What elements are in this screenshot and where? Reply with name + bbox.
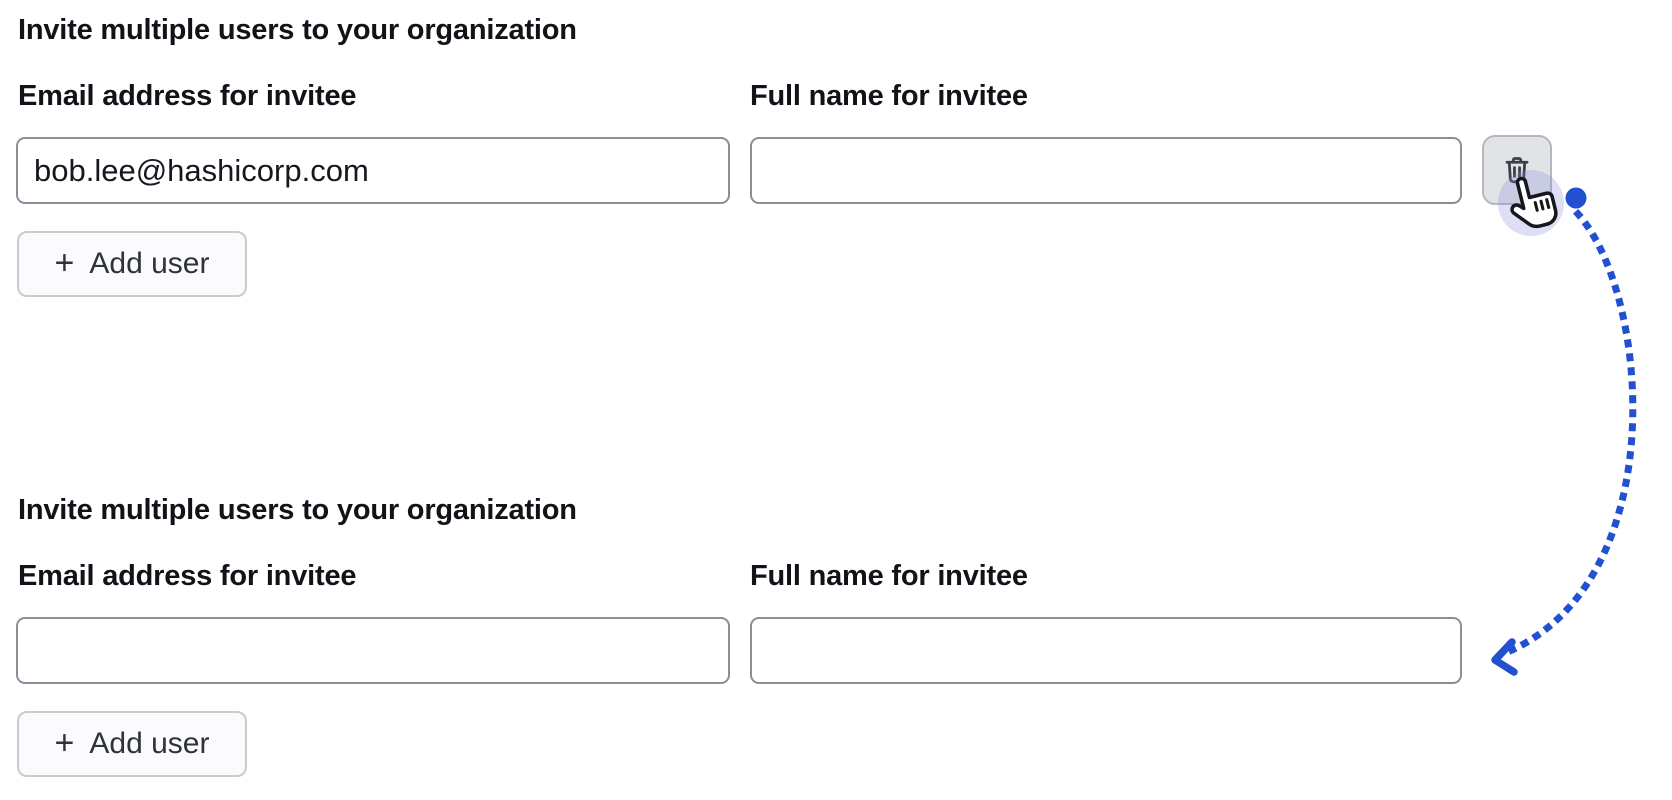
fullname-label: Full name for invitee	[750, 80, 1028, 112]
email-label: Email address for invitee	[18, 560, 357, 592]
page-title: Invite multiple users to your organizati…	[18, 494, 577, 526]
add-user-label: Add user	[89, 247, 210, 280]
add-user-button[interactable]: + Add user	[17, 231, 247, 297]
add-user-button[interactable]: + Add user	[17, 711, 247, 777]
plus-icon: +	[54, 243, 75, 282]
add-user-label: Add user	[89, 727, 210, 760]
invite-form-after: Invite multiple users to your organizati…	[0, 480, 1672, 800]
fullname-label: Full name for invitee	[750, 560, 1028, 592]
email-label: Email address for invitee	[18, 80, 357, 112]
invite-form-before: Invite multiple users to your organizati…	[0, 0, 1672, 320]
delete-invitee-button[interactable]	[1482, 135, 1552, 205]
email-input[interactable]	[16, 137, 730, 204]
page-title: Invite multiple users to your organizati…	[18, 14, 577, 46]
plus-icon: +	[54, 723, 75, 762]
fullname-input[interactable]	[750, 137, 1462, 204]
email-input[interactable]	[16, 617, 730, 684]
trash-icon	[1505, 157, 1529, 184]
fullname-input[interactable]	[750, 617, 1462, 684]
